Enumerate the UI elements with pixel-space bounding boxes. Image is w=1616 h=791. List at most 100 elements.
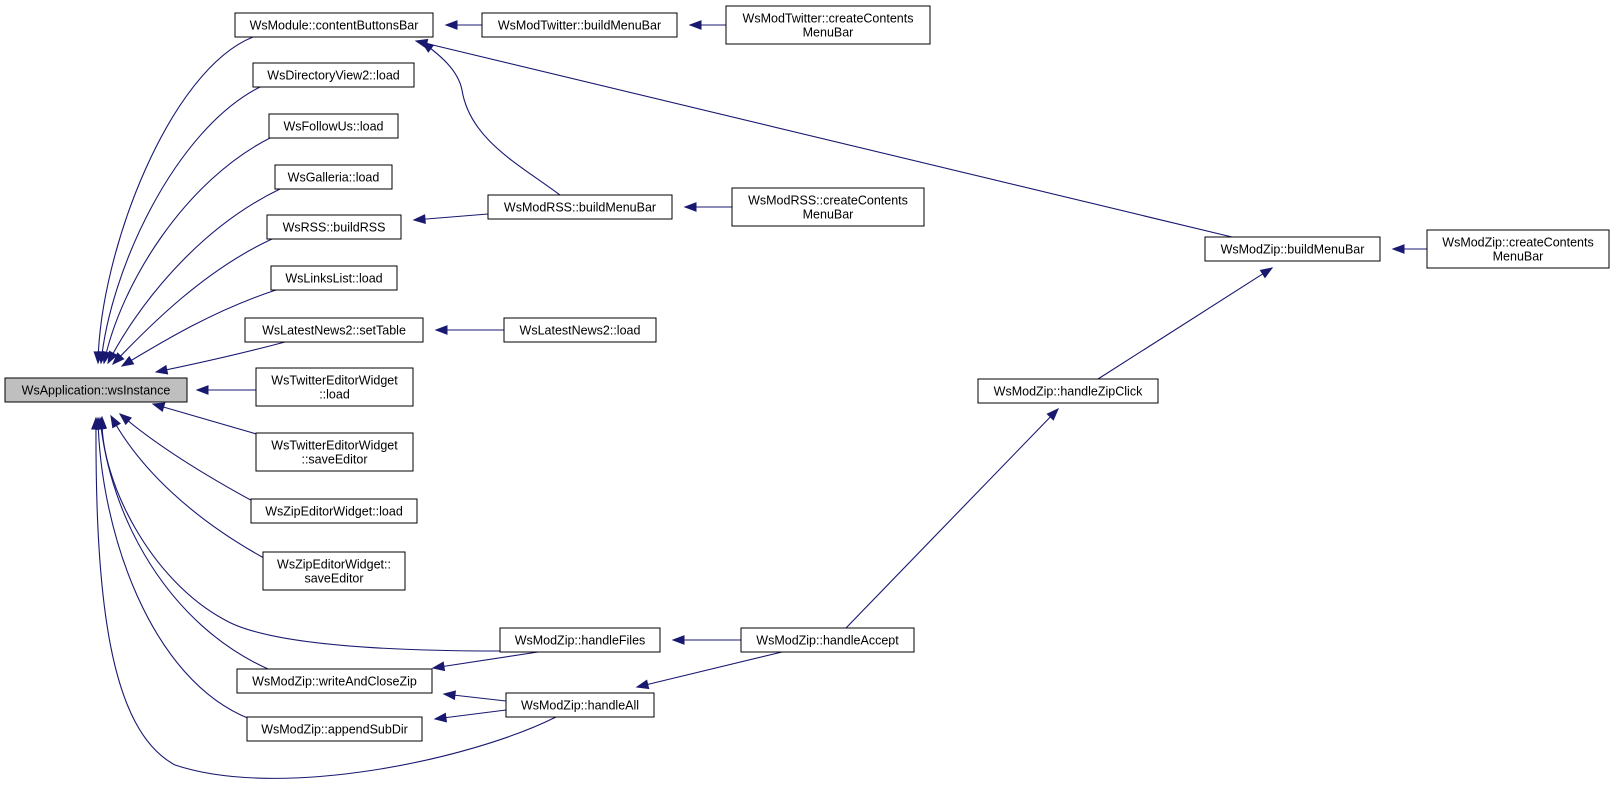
node-twesave[interactable]: WsTwitterEditorWidget::saveEditor: [255, 432, 414, 472]
arrowhead: [635, 679, 650, 690]
node-label: MenuBar: [803, 26, 854, 40]
node-ln2load[interactable]: WsLatestNews2::load: [503, 317, 657, 343]
edge-handleall-to-writeclose: [442, 690, 507, 702]
arrowhead: [444, 20, 458, 30]
node-box: [725, 5, 931, 45]
edge-line: [112, 238, 273, 365]
edge-handleaccept-to-zipclick: [845, 407, 1059, 629]
arrowhead: [1259, 267, 1274, 279]
edge-line: [110, 415, 265, 559]
edge-zipbmb-to-cbb: [414, 38, 1233, 238]
edge-line: [413, 213, 489, 221]
node-zipeload[interactable]: WsZipEditorWidget::load: [250, 498, 418, 524]
arrowhead: [433, 712, 448, 723]
node-twbmb[interactable]: WsModTwitter::buildMenuBar: [481, 12, 678, 38]
node-box: [481, 12, 678, 38]
node-label: WsModZip::handleFiles: [515, 634, 646, 648]
node-handleaccept[interactable]: WsModZip::handleAccept: [740, 627, 915, 653]
arrowhead: [1046, 407, 1059, 421]
node-label: WsModRSS::createContents: [748, 194, 908, 208]
node-box: [266, 214, 402, 240]
node-zipbmb[interactable]: WsModZip::buildMenuBar: [1204, 236, 1381, 262]
edge-line: [99, 417, 269, 670]
node-box: [731, 187, 925, 227]
edge-line: [1097, 267, 1273, 380]
edge-followus-to-wsinstance: [101, 136, 273, 365]
node-label: WsZipEditorWidget::: [277, 558, 391, 572]
node-label: saveEditor: [304, 572, 363, 586]
node-label: WsModZip::buildMenuBar: [1221, 243, 1365, 257]
node-box: [255, 367, 414, 407]
edge-zipeload-to-wsinstance: [118, 413, 259, 505]
node-followus[interactable]: WsFollowUs::load: [268, 113, 399, 139]
edge-handleaccept-to-handleall: [635, 651, 783, 690]
arrowhead: [120, 355, 135, 367]
edges-layer: [91, 20, 1427, 779]
node-label: WsRSS::buildRSS: [283, 221, 386, 235]
arrowhead: [110, 414, 121, 429]
arrowhead: [107, 350, 118, 365]
arrowhead: [414, 38, 429, 49]
node-writeclose[interactable]: WsModZip::writeAndCloseZip: [236, 668, 433, 694]
node-handleall[interactable]: WsModZip::handleAll: [505, 692, 655, 718]
node-box: [244, 317, 424, 343]
arrowhead: [151, 402, 166, 412]
node-rssbuild[interactable]: WsRSS::buildRSS: [266, 214, 402, 240]
edge-modrssccm-to-modrssbmb: [683, 202, 732, 212]
node-box: [268, 113, 399, 139]
nodes-layer: WsApplication::wsInstance WsModule::conte…: [4, 5, 1610, 742]
node-label: WsApplication::wsInstance: [22, 384, 171, 398]
node-label: WsModTwitter::createContents: [743, 12, 914, 26]
node-links[interactable]: WsLinksList::load: [270, 265, 398, 291]
edge-line: [152, 403, 261, 436]
edge-handleaccept-to-handlefiles: [671, 635, 741, 645]
node-label: WsZipEditorWidget::load: [265, 505, 403, 519]
edge-ln2set-to-wsinstance: [154, 341, 286, 375]
edge-twccm-to-twbmb: [688, 20, 726, 30]
node-wsinstance[interactable]: WsApplication::wsInstance: [4, 377, 188, 403]
node-label: WsModRSS::buildMenuBar: [504, 201, 656, 215]
edge-line: [97, 36, 254, 364]
node-zipesave[interactable]: WsZipEditorWidget::saveEditor: [262, 551, 406, 591]
node-cbb[interactable]: WsModule::contentButtonsBar: [234, 12, 434, 38]
node-label: WsFollowUs::load: [283, 120, 383, 134]
node-box: [4, 377, 188, 403]
edge-line: [155, 341, 286, 373]
edge-zipesave-to-wsinstance: [110, 414, 265, 559]
node-box: [250, 498, 418, 524]
edge-modrssbmb-to-cbb: [420, 41, 561, 196]
edge-line: [636, 651, 783, 688]
node-zipclick[interactable]: WsModZip::handleZipClick: [977, 378, 1159, 404]
node-box: [234, 12, 434, 38]
node-label: WsModZip::writeAndCloseZip: [252, 675, 417, 689]
node-modrssbmb[interactable]: WsModRSS::buildMenuBar: [487, 194, 673, 220]
edge-links-to-wsinstance: [120, 289, 277, 367]
edge-line: [95, 417, 557, 779]
node-label: ::load: [319, 388, 350, 402]
arrowhead: [91, 416, 101, 430]
node-ln2set[interactable]: WsLatestNews2::setTable: [244, 317, 424, 343]
arrowhead: [671, 635, 685, 645]
node-galleria[interactable]: WsGalleria::load: [274, 164, 393, 190]
node-appendsub[interactable]: WsModZip::appendSubDir: [246, 716, 423, 742]
node-box: [503, 317, 657, 343]
node-dirv2[interactable]: WsDirectoryView2::load: [252, 62, 415, 88]
node-box: [977, 378, 1159, 404]
node-handlefiles[interactable]: WsModZip::handleFiles: [499, 627, 661, 653]
edge-line: [421, 41, 561, 196]
edge-writeclose-to-wsinstance: [96, 416, 269, 670]
edge-line: [103, 136, 273, 364]
edge-line: [121, 289, 277, 367]
node-label: WsTwitterEditorWidget: [271, 374, 398, 388]
edge-handleall-to-wsinstance: [91, 416, 557, 779]
node-box: [255, 432, 414, 472]
edge-cbb-to-wsinstance: [93, 36, 254, 365]
edge-line: [845, 408, 1059, 629]
node-box: [740, 627, 915, 653]
arrowhead: [688, 20, 702, 30]
edge-twesave-to-wsinstance: [151, 402, 261, 436]
node-tweload[interactable]: WsTwitterEditorWidget::load: [255, 367, 414, 407]
